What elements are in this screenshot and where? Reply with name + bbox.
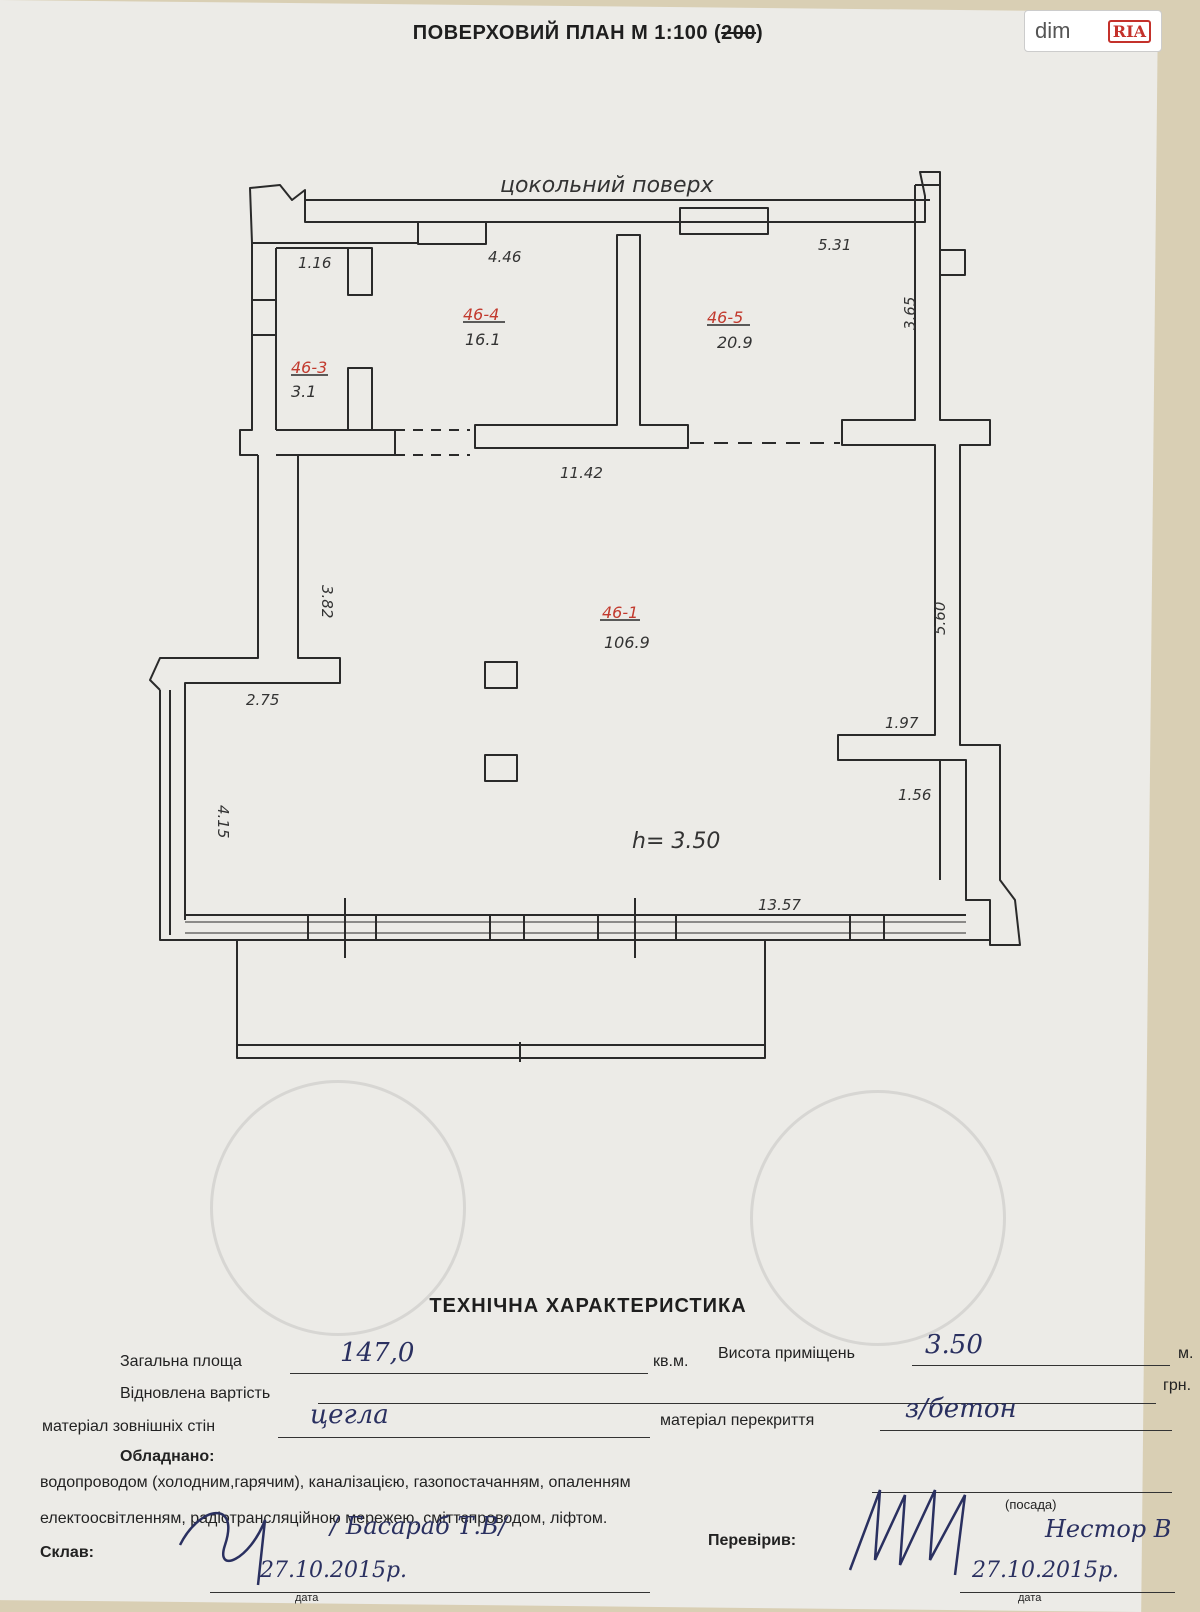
room-46-1-id: 46-1 [602,603,638,622]
wall-right-inner [837,185,941,880]
compiled-date-line [210,1592,650,1593]
ceiling-material-line [880,1430,1172,1431]
window-left [252,299,276,336]
dim-2: 4.46 [488,248,521,266]
position-caption: (посада) [1005,1497,1057,1512]
height-unit: м. [1178,1345,1194,1362]
column-1 [484,661,518,689]
equipped-label: Обладнано: [120,1448,215,1465]
dim-11: 4.15 [214,805,232,838]
wall-material-value: цегла [310,1400,389,1430]
plan-title: ПОВЕРХОВИЙ ПЛАН М 1:100 (200) [0,22,1176,45]
wall-right-notch [940,249,966,276]
door-opening-a [395,429,470,456]
equipment-line-1-rule [872,1492,1172,1493]
compiled-name: / Басараб Т.В/ [330,1512,507,1540]
wall-right [915,184,1021,946]
dim-9: 1.97 [885,714,919,732]
dim-6: 3.82 [318,585,336,618]
room-46-3-id: 46-3 [291,358,327,377]
area-unit: кв.м. [653,1353,689,1370]
ceiling-material-value: з/бетон [905,1394,1017,1424]
plan-title-struck: 200 [721,22,757,44]
wall-left-lower [159,690,185,941]
checked-name: Нестор В [1045,1515,1172,1543]
floor-plan-drawing: цокольний поверх 1.16 4.46 5.31 3.65 11.… [149,171,1021,1062]
dim-12: 13.57 [758,896,801,914]
dim-10: 1.56 [898,786,931,804]
restored-cost-label: Відновлена вартість [120,1385,271,1402]
pier-2 [489,914,525,941]
cost-unit: грн. [1163,1377,1192,1394]
opening-top [417,221,487,245]
dim-4: 3.65 [901,297,919,330]
wall-bottom [160,914,990,941]
height-label: h= 3.50 [632,829,720,854]
dim-5: 11.42 [560,464,603,482]
floor-label: цокольний поверх [500,173,714,198]
room-46-1-area: 106.9 [604,633,650,652]
terrace [236,940,766,1059]
wall-inner-b [276,429,396,456]
checked-date-caption: дата [1018,1592,1042,1604]
logo-badge: RIA [1107,19,1151,43]
pier-3 [597,914,677,941]
room-46-4-area: 16.1 [465,330,501,349]
door-marks [344,898,636,958]
wall-top-left [249,184,419,244]
ceiling-material-label: матеріал перекриття [660,1412,815,1429]
room-height-line [912,1365,1170,1366]
faded-stamp-right [750,1090,1006,1346]
total-area-label: Загальна площа [120,1353,242,1370]
room-underlines [291,321,750,621]
compiled-date: 27.10.2015р. [260,1558,408,1583]
equipment-line-1: водопроводом (холодним,гарячим), каналіз… [40,1474,631,1491]
wall-left-main-inner [184,455,341,920]
room-46-5-area: 20.9 [717,333,753,352]
plan-title-suffix: ) [756,22,764,44]
room-height-value: 3.50 [925,1330,983,1360]
checked-date-line [960,1592,1175,1593]
dim-ria-logo[interactable]: dim RIA [1024,10,1162,52]
wall-material-line [278,1437,650,1438]
wall-partition [474,234,689,449]
tech-title: ТЕХНІЧНА ХАРАКТЕРИСТИКА [429,1295,747,1317]
restored-cost-line [318,1403,1156,1404]
dim-3: 5.31 [818,236,851,254]
checked-label: Перевірив: [708,1532,797,1549]
plan-title-prefix: ПОВЕРХОВИЙ ПЛАН М 1:100 ( [412,22,722,44]
logo-text: dim [1035,18,1071,43]
equipment-line-2: електоосвітленням, радіотрансляційною ме… [40,1510,608,1527]
column-2 [484,754,518,782]
wall-material-label: матеріал зовнішніх стін [42,1418,216,1435]
dim-8: 2.75 [246,691,279,709]
pier-4 [849,914,885,941]
window-bottom [185,921,966,934]
room-height-label: Висота приміщень [718,1345,855,1362]
compiled-date-caption: дата [295,1592,319,1604]
wall-left-main [149,455,259,691]
wall-inner-c [347,367,373,431]
wall-inner-a [276,247,373,296]
dim-1: 1.16 [298,254,331,272]
pier-1 [307,914,377,941]
dim-7: 5.60 [931,602,949,635]
window-top [679,207,769,235]
checked-date: 27.10.2015р. [972,1558,1120,1583]
room-46-5-id: 46-5 [707,308,743,327]
compiled-label: Склав: [40,1544,94,1561]
room-46-4-id: 46-4 [463,305,499,324]
wall-left-upper [239,243,258,456]
total-area-value: 147,0 [340,1338,415,1368]
total-area-line [290,1373,648,1374]
faded-stamp-left [210,1080,466,1336]
room-46-3-area: 3.1 [291,382,316,401]
